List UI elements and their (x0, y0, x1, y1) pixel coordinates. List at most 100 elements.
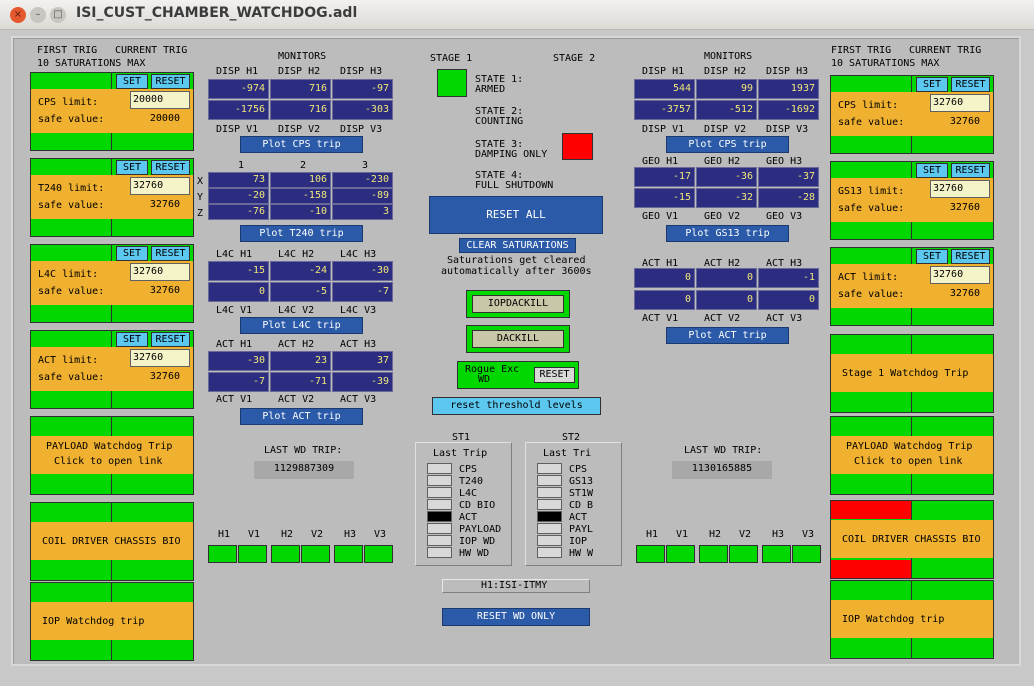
status-led (729, 545, 758, 563)
limit-input[interactable]: 32760 (130, 177, 190, 195)
reset-button[interactable]: RESET (951, 163, 990, 178)
state4-desc: FULL SHUTDOWN (475, 180, 554, 191)
trip-indicator (831, 560, 911, 578)
close-icon[interactable]: × (10, 7, 26, 23)
link-label[interactable]: IOP Watchdog trip (842, 614, 945, 625)
column-number: 1 (238, 160, 245, 171)
status-led (334, 545, 363, 563)
channel-label: DISP H3 (340, 66, 383, 77)
reset-button[interactable]: RESET (951, 249, 990, 264)
set-button[interactable]: SET (116, 246, 148, 261)
minimize-icon[interactable]: – (30, 7, 46, 23)
monitor-value: -7 (208, 372, 269, 392)
channel-label: ACT V3 (766, 313, 803, 324)
reset-button[interactable]: RESET (151, 74, 190, 89)
channel-label: DISP H2 (704, 66, 747, 77)
channel-label: DISP H1 (642, 66, 685, 77)
set-button[interactable]: SET (116, 74, 148, 89)
last-trip-panel (415, 442, 512, 566)
monitor-value: -5 (270, 282, 331, 302)
monitor-value: -30 (332, 261, 393, 281)
plot-act-trip-button[interactable]: Plot ACT trip (240, 408, 363, 425)
rogue-reset-button[interactable]: RESET (534, 367, 575, 383)
channel-label: GEO H2 (704, 156, 741, 167)
link-background (831, 354, 993, 392)
reset-button[interactable]: RESET (151, 332, 190, 347)
channel-label: ACT V2 (278, 394, 315, 405)
reset-wd-only-button[interactable]: RESET WD ONLY (442, 608, 590, 626)
monitor-value: -36 (696, 167, 757, 187)
link-label[interactable]: IOP Watchdog trip (42, 616, 145, 627)
state2-desc: COUNTING (475, 116, 524, 127)
plot-act-trip-button[interactable]: Plot ACT trip (666, 327, 789, 344)
limit-input[interactable]: 32760 (130, 349, 190, 367)
set-button[interactable]: SET (916, 163, 948, 178)
plot-cps-trip-button[interactable]: Plot CPS trip (666, 136, 789, 153)
set-button[interactable]: SET (916, 77, 948, 92)
reset-all-button[interactable]: RESET ALL (429, 196, 603, 234)
reset-threshold-button[interactable]: reset threshold levels (432, 397, 601, 415)
status-led (636, 545, 665, 563)
trip-indicator (427, 463, 452, 474)
saturation-note-2: automatically after 3600s (441, 266, 592, 277)
limit-input[interactable]: 32760 (930, 180, 990, 198)
trip-indicator (427, 499, 452, 510)
t240-value: -76 (208, 204, 269, 220)
monitor-value: -974 (208, 79, 269, 99)
set-button[interactable]: SET (116, 160, 148, 175)
current-trig-header: CURRENT TRIG (909, 45, 982, 56)
iopdackill-label[interactable]: IOPDACKILL (472, 295, 564, 313)
channel-label: L4C V2 (278, 305, 315, 316)
state1-desc: ARMED (475, 84, 506, 95)
link-label[interactable]: COIL DRIVER CHASSIS BIO (842, 534, 981, 545)
channel-label: ACT V3 (340, 394, 377, 405)
channel-label: L4C H2 (278, 249, 315, 260)
t240-value: -10 (270, 204, 331, 220)
chamber-name: H1:ISI-ITMY (481, 580, 548, 591)
link-label[interactable]: PAYLOAD Watchdog Trip (46, 441, 173, 452)
channel-label: ACT H1 (216, 339, 253, 350)
trip-indicator (427, 475, 452, 486)
limit-input[interactable]: 32760 (130, 263, 190, 281)
link-sublabel[interactable]: Click to open link (854, 456, 963, 467)
limit-input[interactable]: 20000 (130, 91, 190, 109)
safe-value-label: safe value: (838, 117, 905, 128)
safe-value-label: safe value: (838, 289, 905, 300)
reset-button[interactable]: RESET (151, 246, 190, 261)
first-trig-header: FIRST TRIG (831, 45, 892, 56)
monitor-value: -24 (270, 261, 331, 281)
safe-value: 32760 (149, 285, 180, 296)
set-button[interactable]: SET (916, 249, 948, 264)
dackill-label[interactable]: DACKILL (472, 330, 564, 348)
monitor-value: 716 (270, 100, 331, 120)
plot-cps-trip-button[interactable]: Plot CPS trip (240, 136, 363, 153)
channel-label: GEO H3 (766, 156, 803, 167)
set-button[interactable]: SET (116, 332, 148, 347)
safe-value: 32760 (149, 371, 180, 382)
limit-input[interactable]: 32760 (930, 94, 990, 112)
plot-t240-trip-button[interactable]: Plot T240 trip (240, 225, 363, 242)
trip-source-label: HW WD (459, 548, 490, 559)
saturations-max-label: 10 SATURATIONS MAX (37, 58, 146, 69)
monitor-value: -37 (758, 167, 819, 187)
link-label[interactable]: COIL DRIVER CHASSIS BIO (42, 536, 181, 547)
channel-label: L4C V3 (340, 305, 377, 316)
plot-l4c-trip-button[interactable]: Plot L4C trip (240, 317, 363, 334)
maximize-icon[interactable]: □ (50, 7, 66, 23)
limit-label: CPS limit: (38, 97, 99, 108)
monitor-value: 37 (332, 351, 393, 371)
reset-button[interactable]: RESET (151, 160, 190, 175)
state3-desc: DAMPING ONLY (475, 149, 548, 160)
limit-input[interactable]: 32760 (930, 266, 990, 284)
link-label[interactable]: PAYLOAD Watchdog Trip (846, 441, 973, 452)
link-sublabel[interactable]: Click to open link (54, 456, 163, 467)
trip-indicator (537, 487, 562, 498)
reset-button[interactable]: RESET (951, 77, 990, 92)
channel-label: GEO V2 (704, 211, 741, 222)
plot-gs13-trip-button[interactable]: Plot GS13 trip (666, 225, 789, 242)
led-label: V1 (248, 529, 261, 540)
trip-indicator (537, 523, 562, 534)
clear-saturations-button[interactable]: CLEAR SATURATIONS (459, 238, 576, 253)
link-label[interactable]: Stage 1 Watchdog Trip (842, 368, 969, 379)
status-led (699, 545, 728, 563)
